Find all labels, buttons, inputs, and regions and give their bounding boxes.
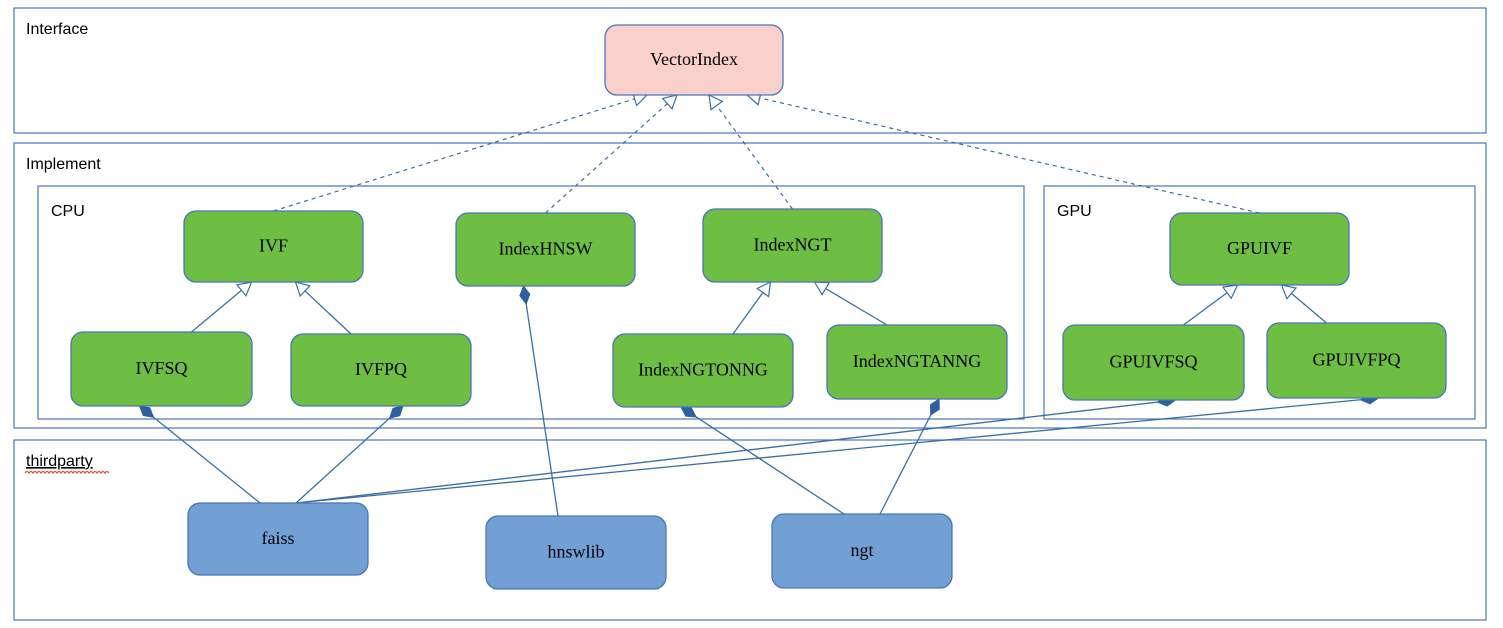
inheritance-arrowhead-gpuivfsq-gpuivf (1221, 284, 1239, 300)
edge-faiss-to-ivfsq (152, 416, 261, 504)
edge-ivf-to-vectorindex (273, 97, 636, 212)
edge-faiss-to-ivfpq (295, 416, 391, 504)
node-label-gpuivf: GPUIVF (1227, 238, 1292, 258)
edge-gpuivfsq-to-gpuivf (1183, 291, 1229, 326)
node-box-indexngtanng[interactable] (826, 324, 1008, 400)
node-label-faiss: faiss (262, 528, 295, 548)
node-box-indexngt[interactable] (702, 208, 883, 283)
container-label-thirdparty: thirdparty (26, 453, 93, 470)
edge-ivfsq-to-ivf (191, 289, 243, 333)
node-box-faiss[interactable] (187, 502, 369, 576)
node-label-ivfpq: IVFPQ (355, 359, 407, 379)
node-ngt[interactable]: ngt (771, 513, 953, 589)
container-label-interface: Interface (26, 21, 88, 38)
container-label-implement: Implement (26, 156, 101, 173)
composition-diamond-hnswlib-indexhnsw (519, 284, 531, 305)
inheritance-arrowhead-indexhnsw-vectorindex (661, 94, 678, 111)
edge-gpuivfpq-to-gpuivf (1290, 292, 1327, 324)
spellcheck-squiggle-thirdparty (24, 470, 110, 475)
edge-hnswlib-to-indexhnsw (525, 302, 559, 517)
composition-diamond-faiss-ivfsq (138, 405, 155, 418)
edge-gpuivf-to-vectorindex (758, 97, 1260, 214)
node-ivfpq[interactable]: IVFPQ (290, 333, 472, 407)
edge-ngt-to-indexngtanng (879, 413, 932, 515)
node-indexngtanng[interactable]: IndexNGTANNG (826, 324, 1008, 400)
node-box-hnswlib[interactable] (485, 515, 667, 590)
node-box-gpuivfsq[interactable] (1062, 324, 1245, 401)
inheritance-arrowhead-indexngtonng-indexngt (756, 280, 772, 298)
node-gpuivfpq[interactable]: GPUIVFPQ (1266, 322, 1447, 399)
node-box-vectorindex[interactable] (604, 24, 784, 96)
node-box-ivfpq[interactable] (290, 333, 472, 407)
inheritance-arrowhead-gpuivfpq-gpuivf (1280, 284, 1298, 300)
node-box-ivf[interactable] (183, 210, 364, 283)
node-label-indexhnsw: IndexHNSW (499, 239, 593, 259)
node-vectorindex[interactable]: VectorIndex (604, 24, 784, 96)
inheritance-arrowhead-ivfpq-ivf (294, 281, 311, 298)
node-gpuivf[interactable]: GPUIVF (1169, 212, 1350, 286)
edge-indexhnsw-to-vectorindex (545, 102, 669, 214)
subcontainer-cpu (37, 185, 1025, 420)
node-label-gpuivfpq: GPUIVFPQ (1312, 350, 1400, 370)
edge-indexngt-to-vectorindex (715, 104, 793, 210)
node-indexngtonng[interactable]: IndexNGTONNG (612, 333, 794, 408)
node-box-indexngtonng[interactable] (612, 333, 794, 408)
node-label-indexngt: IndexNGT (754, 235, 832, 255)
node-faiss[interactable]: faiss (187, 502, 369, 576)
node-box-gpuivfpq[interactable] (1266, 322, 1447, 399)
edge-ngt-to-indexngtonng (694, 415, 845, 515)
node-label-hnswlib: hnswlib (547, 542, 604, 562)
edge-layer (138, 90, 1380, 517)
composition-diamond-faiss-ivfpq (388, 405, 404, 419)
node-box-gpuivf[interactable] (1169, 212, 1350, 286)
node-label-ivfsq: IVFSQ (135, 358, 187, 378)
edge-ivfpq-to-ivf (303, 289, 352, 335)
node-box-ngt[interactable] (771, 513, 953, 589)
inheritance-arrowhead-indexngt-vectorindex (708, 93, 724, 111)
node-label-ivf: IVF (259, 236, 288, 256)
node-indexhnsw[interactable]: IndexHNSW (455, 212, 636, 287)
inheritance-arrowhead-ivfsq-ivf (235, 281, 253, 297)
node-box-ivfsq[interactable] (70, 331, 253, 407)
node-ivf[interactable]: IVF (183, 210, 364, 283)
subcontainer-label-gpu: GPU (1057, 203, 1092, 220)
edge-indexngtanng-to-indexngt (824, 287, 888, 326)
composition-diamond-ngt-indexngtanng (929, 398, 940, 416)
node-indexngt[interactable]: IndexNGT (702, 208, 883, 283)
edge-faiss-to-gpuivfsq (295, 401, 1159, 504)
node-label-ngt: ngt (850, 540, 873, 560)
subcontainer-gpu (1043, 185, 1476, 420)
node-label-gpuivfsq: GPUIVFSQ (1109, 352, 1197, 372)
node-label-indexngtanng: IndexNGTANNG (853, 351, 982, 371)
node-gpuivfsq[interactable]: GPUIVFSQ (1062, 324, 1245, 401)
node-hnswlib[interactable]: hnswlib (485, 515, 667, 590)
node-ivfsq[interactable]: IVFSQ (70, 331, 253, 407)
node-label-vectorindex: VectorIndex (650, 49, 738, 69)
edge-faiss-to-gpuivfpq (295, 398, 1362, 504)
edge-indexngtonng-to-indexngt (732, 291, 765, 335)
node-label-indexngtonng: IndexNGTONNG (638, 360, 768, 380)
subcontainer-label-cpu: CPU (51, 203, 85, 220)
node-box-indexhnsw[interactable] (455, 212, 636, 287)
